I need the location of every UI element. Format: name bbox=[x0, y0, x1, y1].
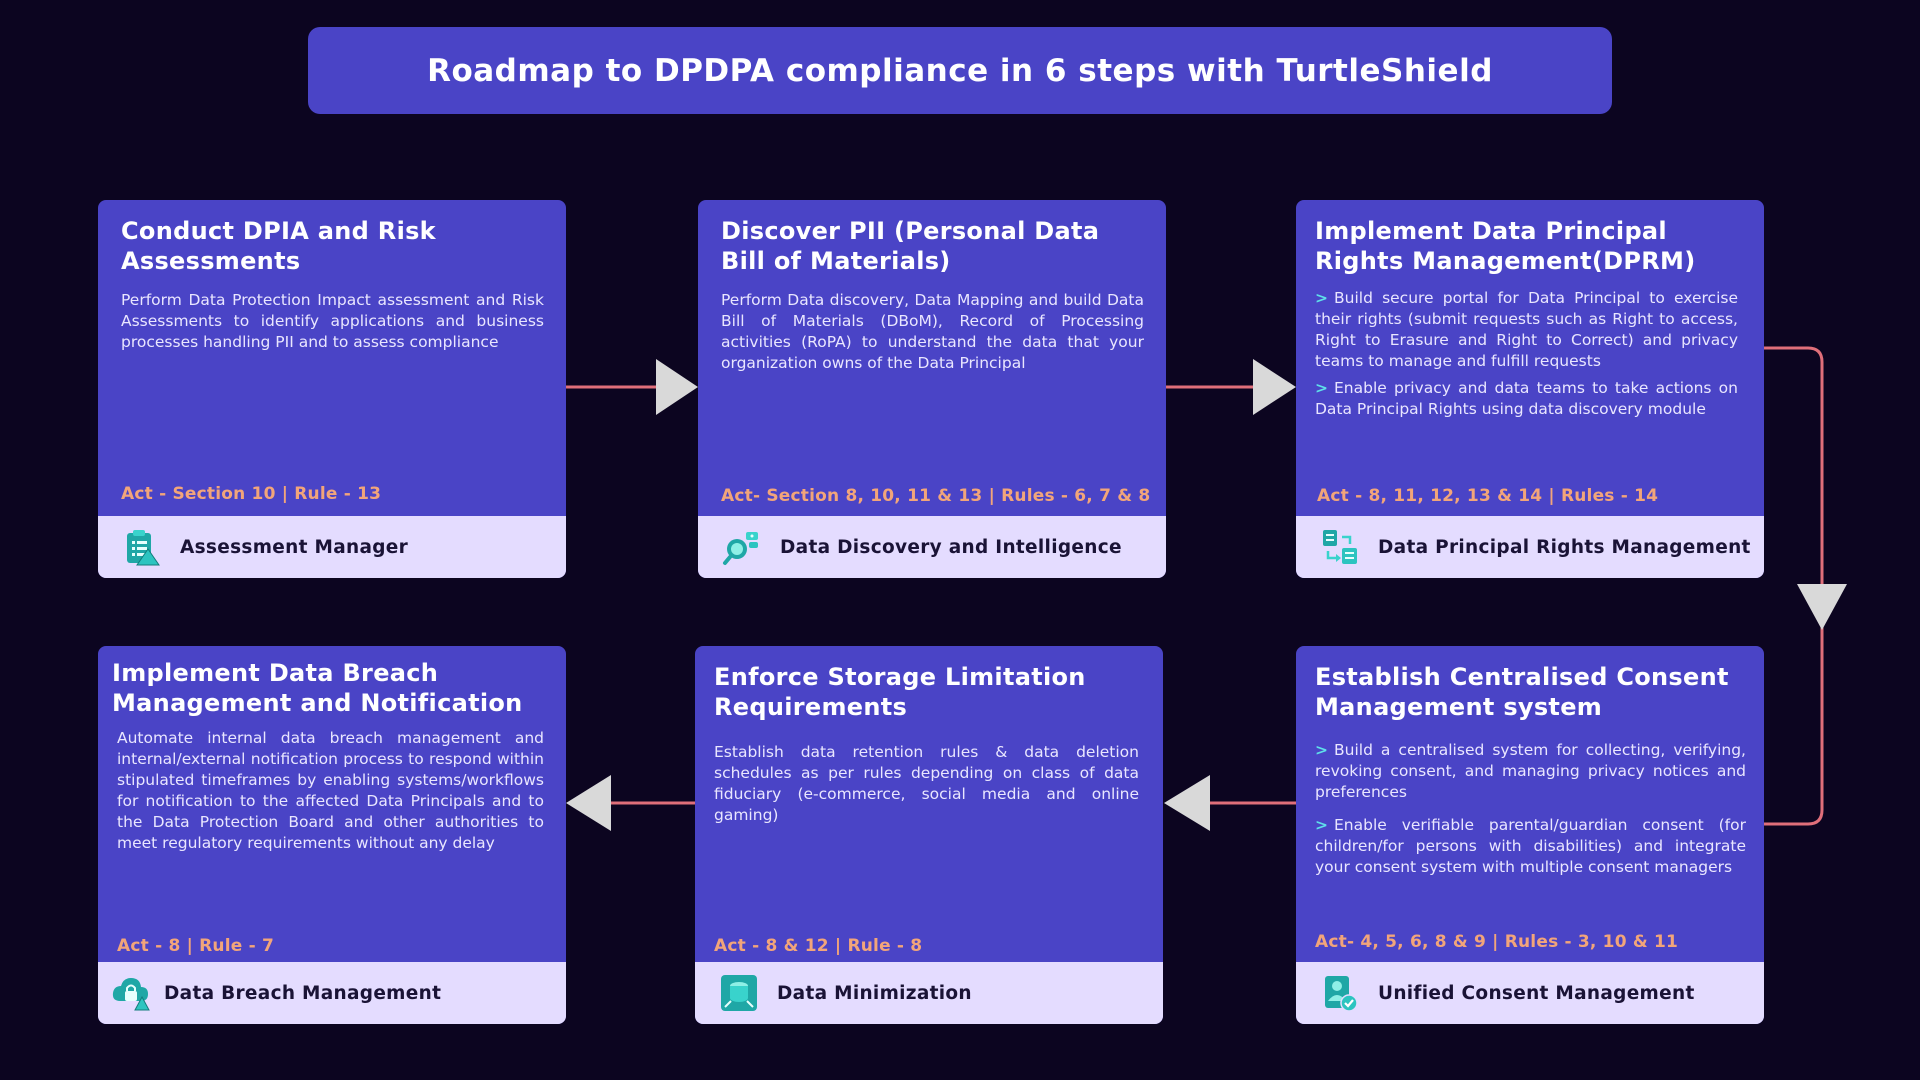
module-label: Data Minimization bbox=[777, 982, 972, 1004]
module-label: Data Breach Management bbox=[164, 982, 442, 1004]
step-reference: Act- 4, 5, 6, 8 & 9 | Rules - 3, 10 & 11 bbox=[1315, 932, 1679, 952]
step-title: Establish Centralised Consent Management… bbox=[1315, 663, 1729, 721]
module-footer[interactable]: Data Principal Rights Management bbox=[1296, 516, 1764, 578]
bullet-marker: > bbox=[1315, 741, 1328, 759]
module-footer[interactable]: Assessment Manager bbox=[98, 516, 566, 578]
step-card-5: Enforce Storage Limitation Requirements … bbox=[695, 646, 1163, 1024]
bullet-marker: > bbox=[1315, 289, 1328, 307]
step-card-6: Implement Data Breach Management and Not… bbox=[98, 646, 566, 1024]
module-footer[interactable]: Data Minimization bbox=[695, 962, 1163, 1024]
bullet-marker: > bbox=[1315, 816, 1328, 834]
step-reference: Act - 8, 11, 12, 13 & 14 | Rules - 14 bbox=[1317, 486, 1659, 506]
step-bullet: >Build a centralised system for collecti… bbox=[1315, 741, 1746, 801]
step-title: Implement Data Breach Management and Not… bbox=[112, 659, 523, 717]
step-description: Automate internal data breach management… bbox=[117, 729, 544, 852]
arrowhead-5-6 bbox=[566, 775, 611, 831]
connector-3-4 bbox=[1764, 346, 1824, 826]
arrowhead-3-4 bbox=[1797, 584, 1847, 630]
step-description: Perform Data Protection Impact assessmen… bbox=[121, 291, 544, 351]
module-label: Assessment Manager bbox=[180, 536, 409, 558]
database-minimize-icon bbox=[721, 975, 757, 1011]
arrowhead-4-5 bbox=[1164, 775, 1210, 831]
module-label: Data Discovery and Intelligence bbox=[780, 536, 1122, 558]
step-description: Perform Data discovery, Data Mapping and… bbox=[721, 291, 1144, 372]
module-label: Unified Consent Management bbox=[1378, 982, 1695, 1004]
step-title: Implement Data Principal Rights Manageme… bbox=[1315, 217, 1696, 275]
clipboard-checklist-icon bbox=[127, 530, 160, 566]
module-footer[interactable]: Data Breach Management bbox=[98, 962, 566, 1024]
step-reference: Act - 8 & 12 | Rule - 8 bbox=[714, 936, 923, 956]
step-card-4: Establish Centralised Consent Management… bbox=[1296, 646, 1764, 1024]
page-title: Roadmap to DPDPA compliance in 6 steps w… bbox=[308, 27, 1612, 114]
module-footer[interactable]: Data Discovery and Intelligence bbox=[698, 516, 1166, 578]
module-label: Data Principal Rights Management bbox=[1378, 536, 1751, 558]
step-bullet: >Build secure portal for Data Principal … bbox=[1315, 289, 1738, 370]
arrowhead-2-3 bbox=[1253, 359, 1296, 415]
rights-exchange-icon bbox=[1323, 530, 1357, 564]
step-card-1: Conduct DPIA and Risk Assessments Perfor… bbox=[98, 200, 566, 578]
step-reference: Act - 8 | Rule - 7 bbox=[117, 936, 274, 956]
step-bullet: >Enable verifiable parental/guardian con… bbox=[1315, 816, 1746, 876]
step-description: Establish data retention rules & data de… bbox=[714, 743, 1139, 824]
step-card-2: Discover PII (Personal Data Bill of Mate… bbox=[698, 200, 1166, 578]
bullet-marker: > bbox=[1315, 379, 1328, 397]
module-footer[interactable]: Unified Consent Management bbox=[1296, 962, 1764, 1024]
arrowhead-1-2 bbox=[656, 359, 698, 415]
step-bullet: >Enable privacy and data teams to take a… bbox=[1315, 379, 1738, 418]
step-title: Discover PII (Personal Data Bill of Mate… bbox=[721, 217, 1100, 275]
user-consent-icon bbox=[1325, 976, 1358, 1012]
step-title: Conduct DPIA and Risk Assessments bbox=[121, 217, 436, 275]
data-discovery-icon bbox=[723, 532, 758, 565]
step-title: Enforce Storage Limitation Requirements bbox=[714, 663, 1086, 721]
step-reference: Act - Section 10 | Rule - 13 bbox=[121, 484, 382, 504]
cloud-lock-icon bbox=[112, 978, 150, 1011]
step-reference: Act- Section 8, 10, 11 & 13 | Rules - 6,… bbox=[721, 486, 1151, 506]
step-card-3: Implement Data Principal Rights Manageme… bbox=[1296, 200, 1764, 578]
